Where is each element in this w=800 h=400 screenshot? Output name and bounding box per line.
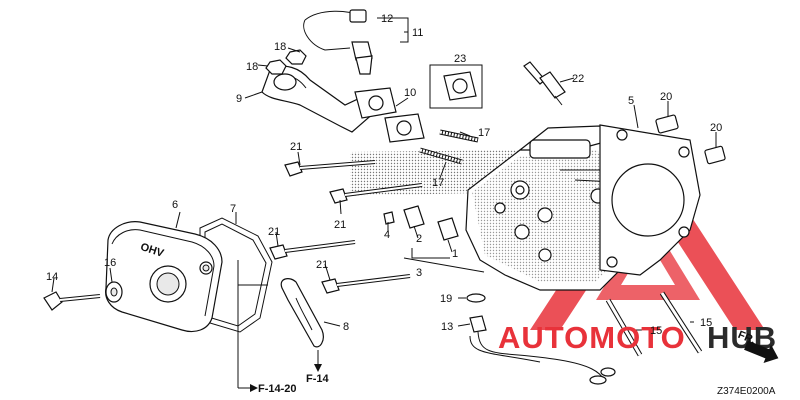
part-label-18a: 18 (274, 41, 286, 53)
part-label-5: 5 (628, 95, 634, 107)
part-label-14: 14 (46, 271, 58, 283)
part-label-2: 2 (416, 233, 422, 245)
cylinder-head (465, 125, 641, 291)
part-label-12: 12 (381, 13, 393, 25)
nuts-18 (265, 49, 307, 75)
part-label-8: 8 (343, 321, 349, 333)
watermark-text: AUTOMOTO HUB (498, 320, 776, 355)
part-label-13: 13 (441, 321, 453, 333)
part-label-17b: 17 (432, 177, 444, 189)
part-label-21a: 21 (290, 141, 302, 153)
leader-lines (51, 17, 717, 392)
part-label-11: 11 (412, 27, 423, 39)
part-label-15b: 15 (700, 317, 712, 329)
reference-f14-20: F-14-20 (258, 383, 297, 395)
part-label-20b: 20 (710, 122, 722, 134)
reference-f14: F-14 (306, 373, 330, 385)
part-label-21c: 21 (268, 226, 280, 238)
part-label-10: 10 (404, 87, 416, 99)
part-label-7: 7 (230, 203, 236, 215)
part-label-22: 22 (572, 73, 584, 85)
temperature-sensor (469, 315, 616, 385)
oxygen-sensor (303, 9, 373, 75)
dowel-pins (655, 114, 726, 165)
diagram-code: Z374E0200A (717, 386, 776, 397)
part-label-6: 6 (172, 199, 178, 211)
exhaust-gasket-box (429, 64, 483, 109)
part-label-4: 4 (384, 229, 390, 241)
part-labels: 1 2 3 4 5 6 7 8 9 10 11 12 13 14 15 15 1… (46, 13, 722, 337)
part-label-1: 1 (452, 248, 458, 260)
head-gasket (599, 124, 701, 276)
part-label-23: 23 (454, 53, 466, 65)
watermark-brand-left: AUTOMOTO (498, 320, 686, 355)
spark-plug (523, 61, 566, 106)
part-label-17a: 17 (478, 127, 490, 139)
head-studs (605, 291, 703, 357)
breather-tube (280, 278, 324, 348)
valve-cover (105, 221, 223, 333)
part-label-18b: 18 (246, 61, 258, 73)
part-label-9: 9 (236, 93, 242, 105)
part-label-15a: 15 (650, 325, 662, 337)
exhaust-pipe (261, 65, 425, 143)
part-label-20a: 20 (660, 91, 672, 103)
part-label-21b: 21 (334, 219, 346, 231)
part-label-3: 3 (416, 267, 422, 279)
exhaust-studs (419, 129, 479, 165)
part-label-21d: 21 (316, 259, 328, 271)
part-label-19: 19 (440, 293, 452, 305)
part-label-16: 16 (104, 257, 116, 269)
head-bolts (269, 160, 423, 294)
cover-bolt (43, 281, 123, 311)
small-parts (383, 205, 486, 303)
